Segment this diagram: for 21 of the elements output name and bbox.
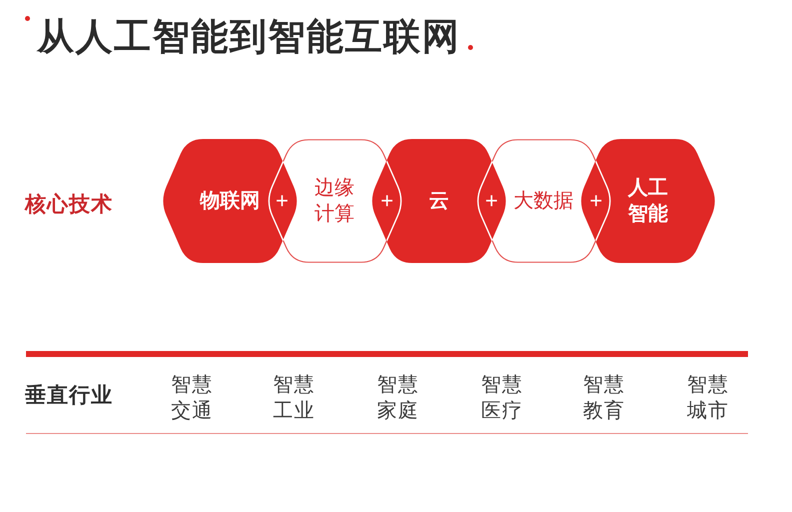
row-heading: 核心技术 <box>25 193 113 217</box>
title: 从人工智能到智能互联网 <box>37 18 460 55</box>
industry-label: 智慧交通 <box>170 373 214 424</box>
industry-label: 智慧家庭 <box>376 373 420 424</box>
row-heading: 垂直行业 <box>25 384 113 408</box>
plus-sign: + <box>590 190 602 212</box>
industry-label: 智慧城市 <box>686 373 730 424</box>
hexagon <box>369 139 509 263</box>
industry-label: 智慧工业 <box>272 373 316 424</box>
hexagon-label: 云 <box>429 189 449 214</box>
hexagon-label: 边缘计算 <box>314 176 356 227</box>
industry-label: 智慧教育 <box>582 373 626 424</box>
hexagon-label: 物联网 <box>200 189 260 214</box>
plus-sign: + <box>485 190 498 212</box>
hexagon-label: 大数据 <box>514 189 574 214</box>
plus-sign: + <box>380 190 394 212</box>
industry-label: 智慧医疗 <box>480 373 524 424</box>
hexagon <box>160 139 300 263</box>
hexagon-label: 人工智能 <box>626 176 669 227</box>
hexagon <box>578 139 718 263</box>
plus-sign: + <box>276 190 288 212</box>
